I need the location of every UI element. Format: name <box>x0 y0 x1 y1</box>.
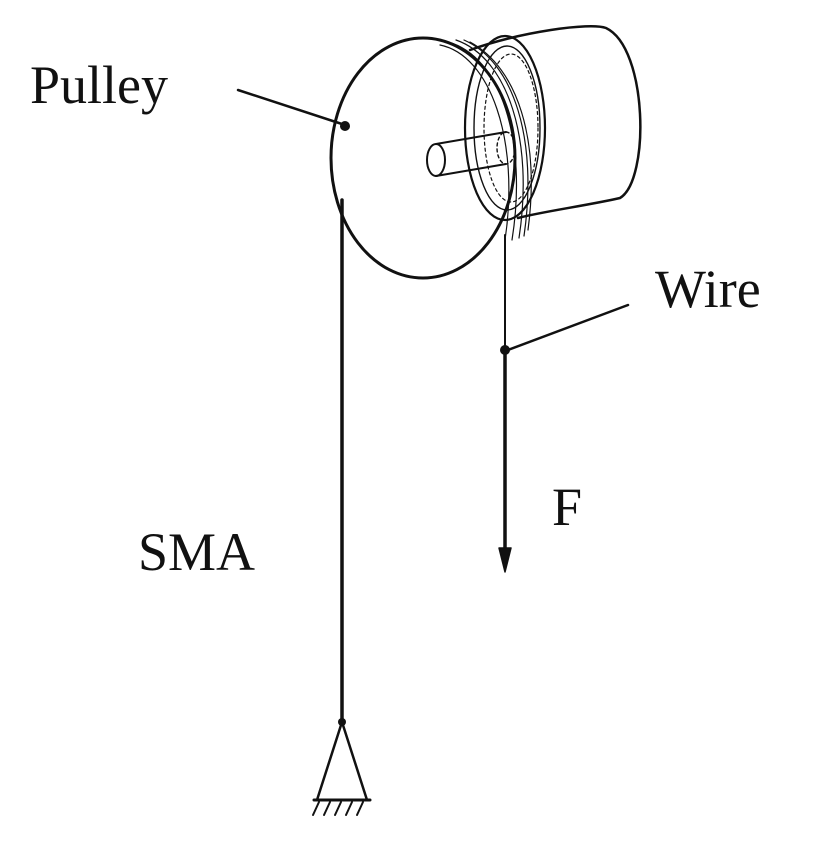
force-label: F <box>552 477 583 537</box>
wire-label: Wire <box>655 259 761 319</box>
sma-anchor-dot <box>338 718 346 726</box>
ground-anchor <box>312 720 372 816</box>
pulley-leader-line <box>236 88 347 127</box>
wire-leader-line <box>506 303 630 352</box>
sma-label: SMA <box>138 522 256 582</box>
pulley-marker-dot <box>340 121 350 131</box>
pulley-disc <box>329 36 532 280</box>
pulley-label: Pulley <box>30 55 169 115</box>
wire-marker-dot <box>500 345 510 355</box>
axle <box>426 131 516 177</box>
force-arrow <box>498 348 512 573</box>
housing-cylinder <box>463 25 642 222</box>
